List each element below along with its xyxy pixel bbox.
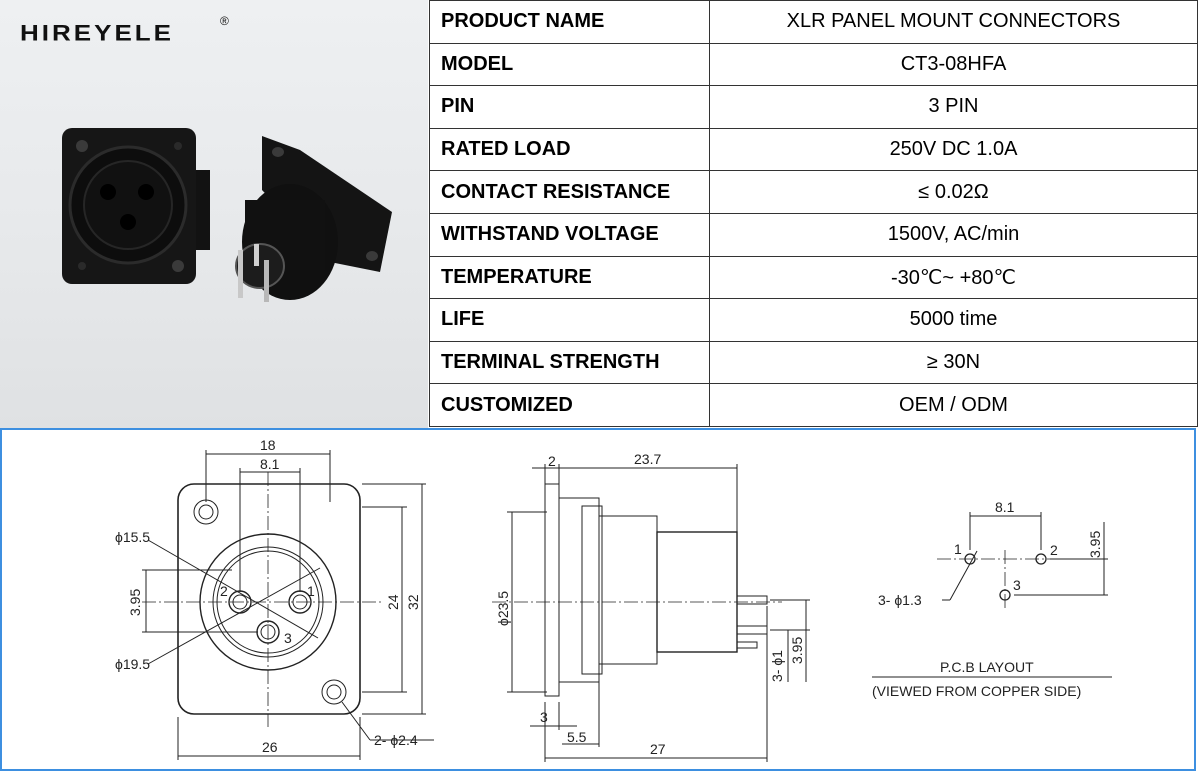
dim-pin-3-95: 3.95 [789, 637, 805, 664]
spec-key: PRODUCT NAME [429, 0, 710, 44]
side-connector-image [235, 136, 392, 302]
spec-key: WITHSTAND VOLTAGE [429, 212, 710, 257]
dim-d15-5: ϕ15.5 [115, 529, 150, 545]
pcb-pin-label-3: 3 [1013, 577, 1021, 593]
pin-label-2: 2 [220, 583, 228, 599]
dim-d19-5: ϕ19.5 [115, 656, 150, 672]
spec-value: ≤ 0.02Ω [709, 170, 1198, 214]
spec-value: -30℃~ +80℃ [709, 255, 1198, 300]
spec-key: TERMINAL STRENGTH [429, 340, 710, 385]
dim-3-95: 3.95 [127, 589, 143, 616]
dim-24: 24 [385, 594, 401, 610]
pin-label-3: 3 [284, 630, 292, 646]
brand-logo: HIREYELE [20, 20, 175, 46]
table-row: TERMINAL STRENGTH≥ 30N [429, 340, 1198, 385]
dim-23-7: 23.7 [634, 451, 661, 467]
dim-32: 32 [405, 594, 421, 610]
side-view [492, 464, 810, 762]
dim-2: 2 [548, 453, 556, 469]
dim-8-1: 8.1 [260, 456, 280, 472]
dim-5-5: 5.5 [567, 729, 587, 745]
spec-key: PIN [429, 85, 710, 129]
connector-photo-illustration [62, 128, 392, 302]
product-photo: HIREYELE ® [0, 0, 428, 428]
spec-value: CT3-08HFA [709, 42, 1198, 87]
pcb-dim-holes: 3- ϕ1.3 [878, 592, 922, 608]
pcb-title: P.C.B LAYOUT [940, 659, 1034, 675]
spec-value: OEM / ODM [709, 383, 1198, 427]
side-flange [544, 483, 560, 697]
dim-pins: 3- ϕ1 [769, 650, 785, 682]
technical-drawing: 18 8.1 ϕ15.5 3.95 ϕ19.5 24 32 26 2- ϕ2.4… [0, 428, 1196, 771]
pin-label-1: 1 [307, 583, 315, 599]
front-connector-image [62, 128, 210, 284]
spec-key: TEMPERATURE [429, 255, 710, 300]
front-view [142, 450, 434, 760]
table-row: TEMPERATURE-30℃~ +80℃ [429, 255, 1198, 300]
pcb-pin-label-1: 1 [954, 541, 962, 557]
dim-27: 27 [650, 741, 666, 757]
spec-value: 3 PIN [709, 85, 1198, 129]
spec-key: CUSTOMIZED [429, 383, 710, 427]
spec-value: XLR PANEL MOUNT CONNECTORS [709, 0, 1198, 44]
spec-key: MODEL [429, 42, 710, 87]
pcb-dim-3-95: 3.95 [1087, 531, 1103, 558]
pcb-layout-view [872, 512, 1112, 678]
spec-value: 250V DC 1.0A [709, 127, 1198, 172]
dim-26: 26 [262, 739, 278, 755]
side-body [598, 515, 658, 665]
mount-hole-bottom-right [321, 679, 347, 705]
spec-key: RATED LOAD [429, 127, 710, 172]
dim-holes: 2- ϕ2.4 [374, 732, 418, 748]
dim-3: 3 [540, 709, 548, 725]
table-row: CONTACT RESISTANCE≤ 0.02Ω [429, 170, 1198, 214]
mount-hole-top-left [193, 499, 219, 525]
pcb-pin-label-2: 2 [1050, 542, 1058, 558]
spec-value: 1500V, AC/min [709, 212, 1198, 257]
registered-mark: ® [220, 14, 229, 28]
dim-18: 18 [260, 437, 276, 453]
spec-value: 5000 time [709, 298, 1198, 342]
spec-key: LIFE [429, 298, 710, 342]
spec-key: CONTACT RESISTANCE [429, 170, 710, 214]
pcb-dim-8-1: 8.1 [995, 499, 1015, 515]
dim-d23-5: ϕ23.5 [495, 591, 511, 626]
pcb-subtitle: (VIEWED FROM COPPER SIDE) [872, 683, 1081, 699]
spec-value: ≥ 30N [709, 340, 1198, 385]
front-flange-outline [177, 483, 361, 715]
drawing-canvas: 18 8.1 ϕ15.5 3.95 ϕ19.5 24 32 26 2- ϕ2.4… [115, 437, 1112, 762]
